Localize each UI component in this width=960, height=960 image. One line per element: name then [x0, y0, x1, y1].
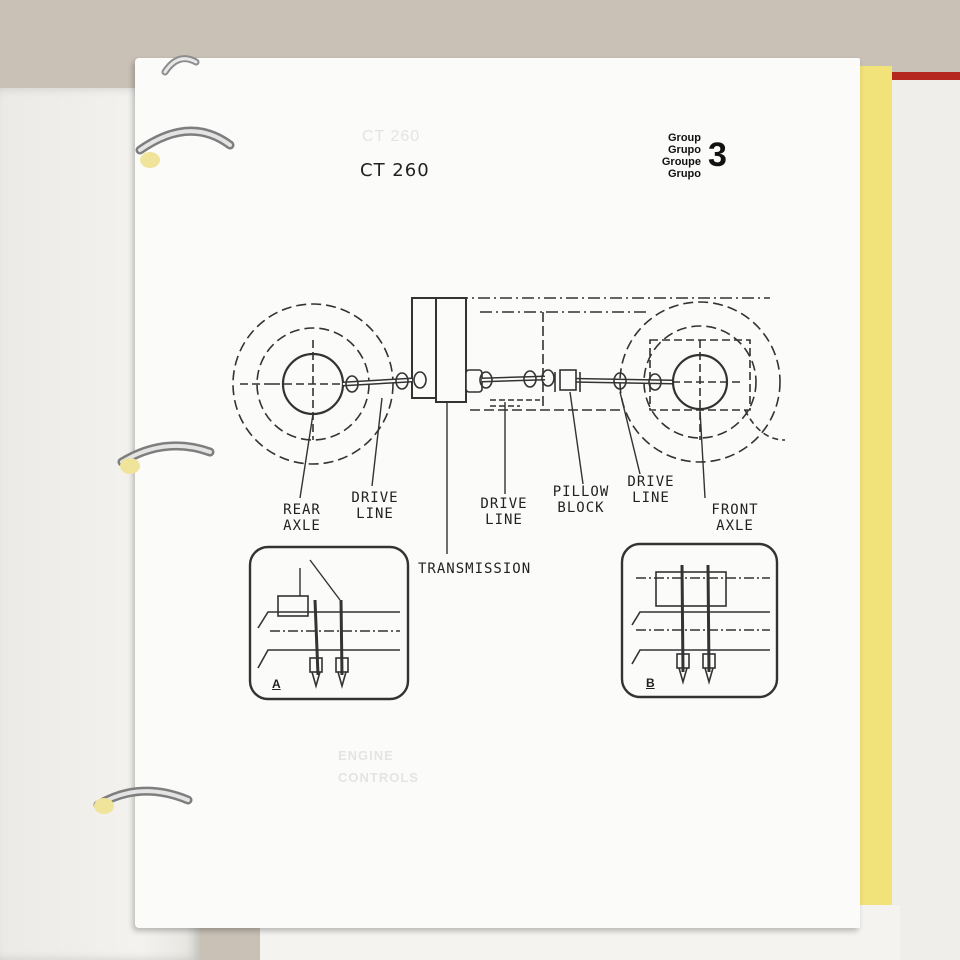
detail-b-letter: B: [646, 676, 655, 690]
label-front-axle-line2: AXLE: [716, 518, 754, 534]
ghost-title: CT 260: [362, 128, 421, 145]
label-drive-line-mid-line2: LINE: [485, 512, 523, 528]
label-drive-line-rear: DRIVE LINE: [345, 490, 405, 522]
detail-a-letter: A: [272, 677, 281, 691]
group-word-pt: Grupo: [668, 168, 701, 180]
ghost-engine: ENGINE: [338, 748, 394, 763]
group-number: 3: [708, 136, 727, 174]
group-word-es: Grupo: [668, 144, 701, 156]
label-drive-line-front: DRIVE LINE: [620, 474, 682, 506]
label-front-axle-line1: FRONT: [711, 502, 759, 518]
ghost-controls: CONTROLS: [338, 770, 419, 785]
label-rear-axle-line1: REAR: [283, 502, 321, 518]
label-pillow-block-line2: BLOCK: [557, 500, 605, 516]
model-title: CT 260: [360, 160, 430, 181]
detail-b-frame: [620, 542, 779, 699]
label-drive-line-rear-line2: LINE: [356, 506, 394, 522]
front-wheel-outline: [619, 301, 781, 463]
label-drive-line-mid: DRIVE LINE: [474, 496, 534, 528]
label-pillow-block: PILLOW BLOCK: [546, 484, 616, 516]
label-drive-line-front-line1: DRIVE: [627, 474, 675, 490]
rear-wheel-outline: [232, 303, 394, 465]
label-drive-line-mid-line1: DRIVE: [480, 496, 528, 512]
label-transmission: TRANSMISSION: [418, 561, 532, 577]
label-rear-axle: REAR AXLE: [272, 502, 332, 534]
group-word-en: Group: [668, 132, 701, 144]
label-front-axle: FRONT AXLE: [700, 502, 770, 534]
label-rear-axle-line2: AXLE: [283, 518, 321, 534]
manual-page[interactable]: [135, 58, 860, 928]
group-labels: Group Grupo Groupe Grupo: [646, 132, 701, 180]
detail-a-frame: [248, 545, 410, 701]
label-drive-line-front-line2: LINE: [632, 490, 670, 506]
label-drive-line-rear-line1: DRIVE: [351, 490, 399, 506]
label-pillow-block-line1: PILLOW: [552, 484, 610, 500]
group-word-fr: Groupe: [661, 156, 701, 168]
